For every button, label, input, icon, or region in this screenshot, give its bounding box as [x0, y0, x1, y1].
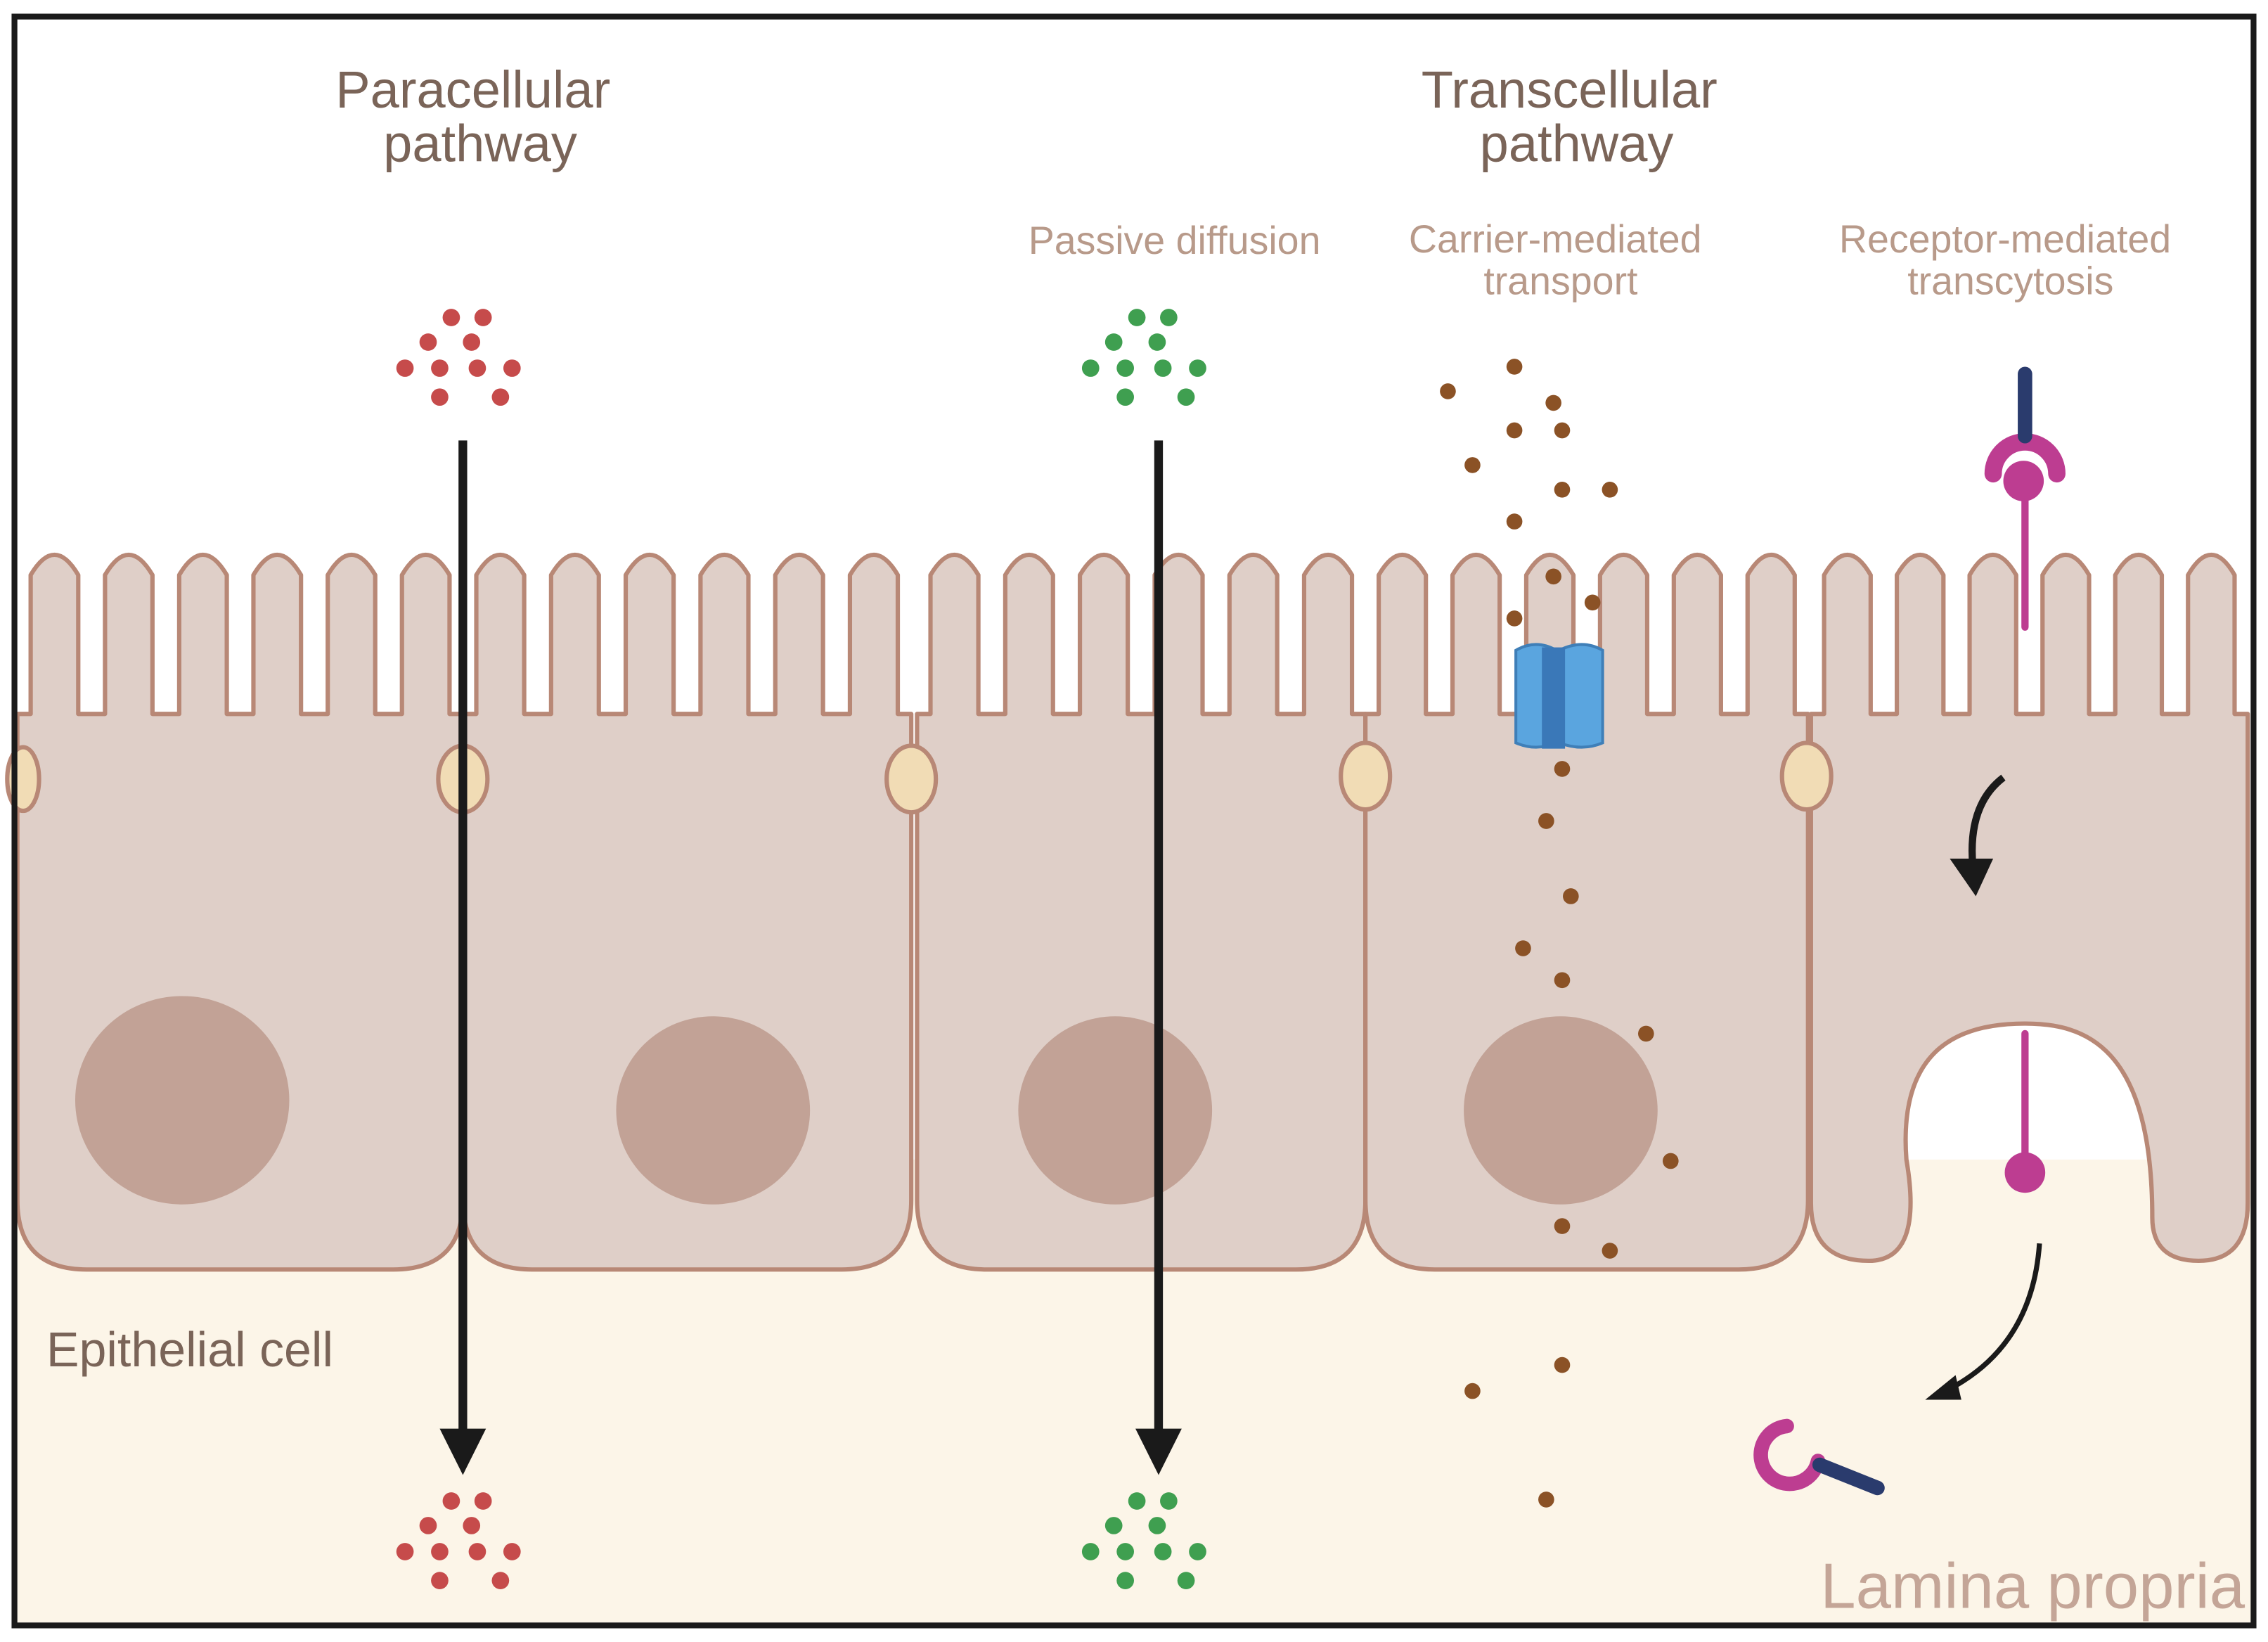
nucleus — [75, 996, 290, 1205]
membrane-receptor-with-ligand — [1984, 366, 2066, 631]
tight-junction — [884, 743, 939, 815]
brown-particle — [1602, 1243, 1618, 1259]
red-particle — [463, 1517, 481, 1534]
green-particle — [1116, 1543, 1134, 1560]
red-particle — [396, 359, 414, 377]
transcellular-title: Transcellular pathway — [1422, 60, 1732, 172]
red-particle — [474, 1492, 492, 1510]
green-particle — [1189, 1543, 1206, 1560]
brown-particle — [1506, 610, 1523, 627]
transcytosis-arrow-lower — [1925, 1243, 2042, 1400]
red-particle — [468, 1543, 487, 1560]
red-particle — [468, 359, 487, 377]
epithelial-cell-transcytosis — [1808, 553, 2250, 1264]
red-particle — [463, 333, 481, 351]
brown-particle — [1554, 972, 1571, 989]
brown-particle — [1563, 888, 1579, 904]
green-particle — [1148, 1517, 1166, 1534]
red-particle — [396, 1543, 414, 1560]
green-particle — [1177, 1572, 1195, 1589]
brown-particle — [1554, 1356, 1571, 1373]
green-particle — [1128, 309, 1146, 326]
brown-particle — [1584, 594, 1601, 611]
brown-particle — [1545, 568, 1561, 585]
brown-particle — [1602, 482, 1618, 498]
green-particle — [1189, 359, 1206, 377]
red-particle — [503, 1543, 521, 1560]
nucleus — [616, 1016, 811, 1205]
brown-particle — [1506, 513, 1523, 530]
receptor-mediated-label: Receptor-mediated transcytosis — [1839, 217, 2182, 303]
transcytosis-arrow-upper — [1950, 774, 2006, 897]
green-particle — [1128, 1492, 1146, 1510]
brown-particle — [1554, 761, 1571, 777]
epithelial-cell-label: Epithelial cell — [46, 1322, 333, 1377]
red-particle — [431, 388, 449, 406]
internalized-receptor — [2004, 1030, 2046, 1193]
green-particle — [1160, 309, 1178, 326]
brown-particle — [1464, 1383, 1481, 1399]
brown-particle — [1554, 422, 1571, 439]
red-particle — [442, 309, 460, 326]
carrier-protein — [1514, 643, 1604, 749]
green-particle — [1116, 359, 1134, 377]
green-particle — [1116, 388, 1134, 406]
red-particle — [419, 1517, 437, 1534]
green-particle — [1154, 1543, 1172, 1560]
red-particle — [503, 359, 521, 377]
green-particle — [1081, 1543, 1100, 1560]
tight-junction — [1779, 740, 1834, 812]
red-particle — [431, 1572, 449, 1589]
brown-particle — [1638, 1025, 1654, 1042]
passive-diffusion-label: Passive diffusion — [1029, 219, 1321, 262]
carrier-mediated-label: Carrier-mediated transport — [1409, 217, 1713, 303]
nucleus — [1018, 1016, 1213, 1205]
brown-particle — [1506, 359, 1523, 375]
red-particle — [431, 359, 449, 377]
red-particle — [491, 1572, 510, 1589]
brown-particle — [1440, 383, 1456, 399]
brown-particle — [1662, 1153, 1679, 1169]
lamina-propria-label: Lamina propria — [1820, 1551, 2245, 1622]
brown-particle — [1545, 395, 1561, 411]
green-particle — [1116, 1572, 1134, 1589]
passive-diffusion-arrow — [1135, 440, 1182, 1475]
green-particle — [1104, 333, 1123, 351]
tight-junction — [1339, 740, 1393, 812]
nuclei — [75, 996, 1658, 1205]
brown-particle — [1554, 482, 1571, 498]
green-particle — [1148, 333, 1166, 351]
green-particle — [1104, 1517, 1123, 1534]
paracellular-title: Paracellular pathway — [335, 60, 625, 172]
brown-particle — [1515, 940, 1531, 956]
red-particle — [491, 388, 510, 406]
green-particle — [1160, 1492, 1178, 1510]
brown-particle — [1506, 422, 1523, 439]
brown-particle — [1554, 1218, 1571, 1234]
red-particle — [442, 1492, 460, 1510]
released-antibody — [1753, 1418, 1885, 1496]
brown-particle — [1538, 813, 1554, 829]
green-particle — [1081, 359, 1100, 377]
brown-particle — [1464, 457, 1481, 473]
red-particle — [419, 333, 437, 351]
paracellular-arrow — [439, 440, 487, 1475]
red-particle — [474, 309, 492, 326]
brown-particle — [1538, 1492, 1554, 1508]
green-particle — [1177, 388, 1195, 406]
red-particle — [431, 1543, 449, 1560]
particles — [396, 309, 1679, 1589]
frame-border — [11, 13, 2257, 1629]
nucleus — [1464, 1016, 1658, 1205]
green-particle — [1154, 359, 1172, 377]
